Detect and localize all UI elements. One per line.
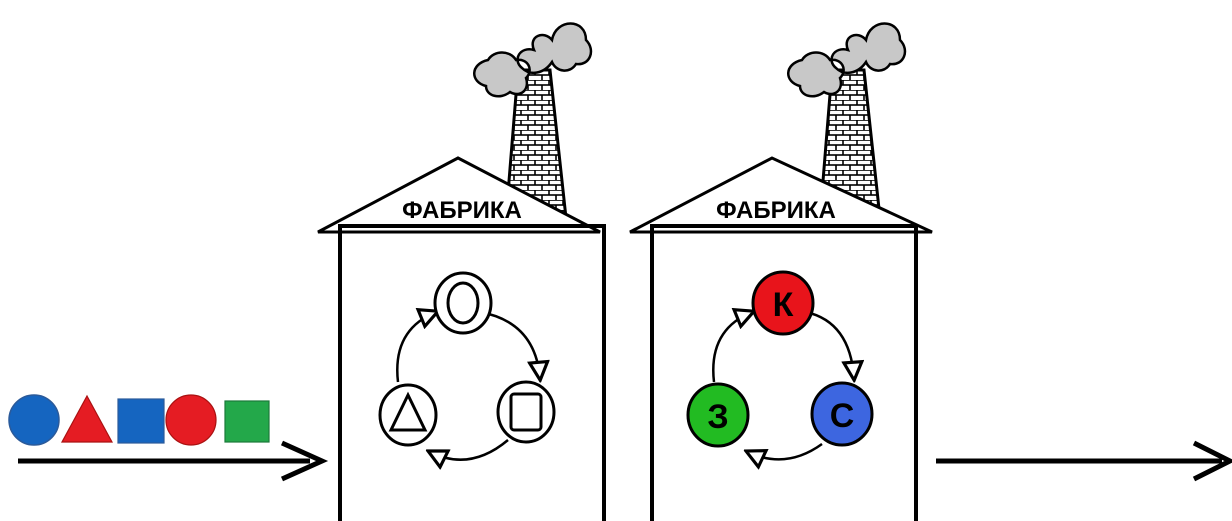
node-circle (433, 271, 493, 335)
cycle-arrow (430, 439, 509, 460)
node-triangle (378, 383, 438, 447)
cycle-arrow (479, 310, 540, 378)
output-arrow (936, 440, 1232, 482)
factory-walls (338, 224, 606, 521)
node-s: С (810, 381, 874, 447)
smoke (787, 22, 907, 98)
node-z: З (686, 382, 750, 448)
input-red-circle (165, 394, 217, 446)
cycle-arrow (396, 312, 436, 383)
triangle-icon (388, 391, 428, 432)
input-blue-square (117, 398, 165, 444)
roof-label: ФАБРИКА (402, 197, 522, 224)
cycle-arrow (748, 442, 823, 459)
roof-label: ФАБРИКА (716, 197, 836, 224)
node-s-label: С (830, 397, 855, 435)
roof (629, 156, 933, 234)
factory-walls (650, 224, 918, 521)
square-icon (509, 392, 543, 432)
node-z-label: З (707, 398, 728, 436)
cycle-arrow (805, 310, 854, 378)
node-k: К (751, 270, 815, 336)
input-shapes (8, 394, 270, 446)
smoke (473, 22, 593, 98)
node-square (496, 380, 556, 444)
input-arrow (18, 440, 329, 482)
cycle-arrow (712, 312, 752, 383)
input-green-square (224, 400, 270, 443)
node-k-label: К (773, 286, 794, 324)
factory-2: ФАБРИКА К С З (629, 22, 933, 521)
factory-1: ФАБРИКА (317, 22, 606, 521)
circle-icon (446, 281, 480, 325)
roof (317, 156, 601, 234)
input-blue-circle (8, 394, 60, 446)
input-red-triangle (60, 394, 114, 443)
